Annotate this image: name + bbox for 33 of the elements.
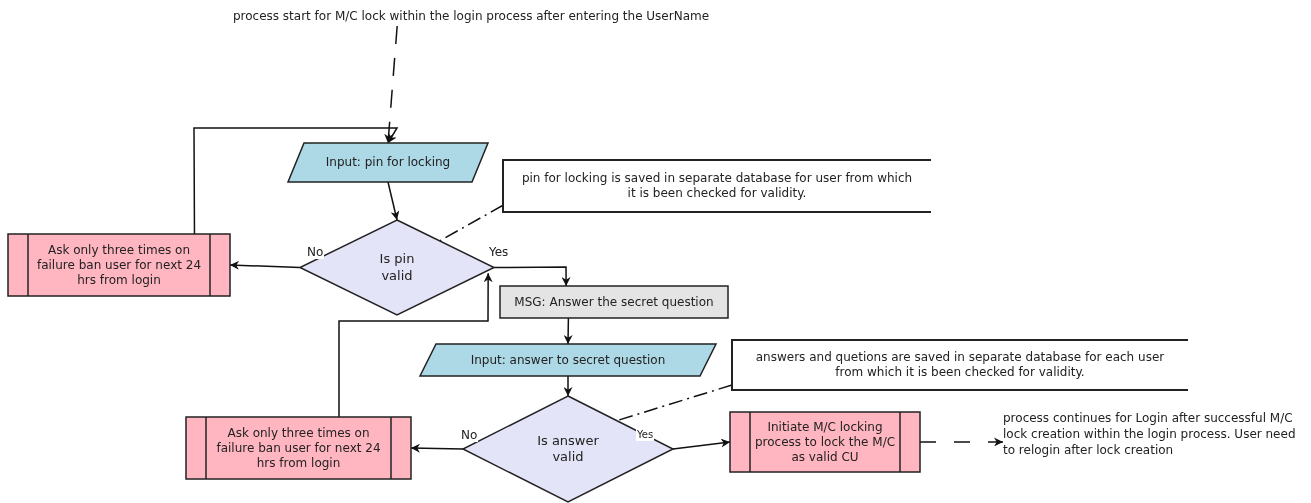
arrow (493, 266, 571, 287)
edge-label: No (306, 245, 325, 259)
step-text: Initiate M/C locking process to lock the M/C as valid CU (753, 419, 897, 465)
arrow (387, 181, 400, 221)
annotation-bracket (503, 160, 931, 212)
edge-label: No (460, 428, 479, 442)
predefined-process-box (730, 412, 920, 472)
step-text: Ask only three times on failure ban user for next 24 hrs from login (215, 425, 382, 471)
arrow (193, 127, 399, 235)
decision-text: Is pin valid (378, 251, 416, 284)
step-text: Input: pin for locking (325, 155, 451, 170)
input-parallelogram (420, 344, 716, 376)
predefined-process-box (8, 234, 230, 296)
decision-diamond (463, 396, 673, 502)
annotation-text: pin for locking is saved in separate database for user from which it is been checked for validity. (520, 171, 914, 201)
note-text: process continues for Login after successful M/C lock creation within the login process. User need to relogin after lock creation (1003, 410, 1297, 459)
edge-label: Yes (636, 429, 655, 441)
annotation-text: answers and quetions are saved in separate database for each user from which it is been checked for validity. (754, 350, 1166, 380)
message-box (500, 286, 728, 318)
arrow (563, 317, 573, 345)
decision-text: Is answer valid (536, 432, 600, 466)
step-text: MSG: Answer the secret question (514, 294, 714, 310)
step-text: Input: answer to secret question (470, 352, 666, 368)
predefined-process-box (186, 417, 411, 479)
arrow (338, 272, 493, 418)
edge-label: Yes (488, 245, 510, 259)
arrow (672, 438, 731, 450)
arrow (563, 375, 573, 397)
note-text: process start for M/C lock within the login process after entering the UserName (232, 8, 710, 24)
dashed-arrow (384, 25, 398, 144)
step-text: Ask only three times on failure ban user for next 24 hrs from login (35, 242, 203, 288)
annotation-bracket (732, 340, 1188, 390)
input-parallelogram (288, 143, 488, 182)
